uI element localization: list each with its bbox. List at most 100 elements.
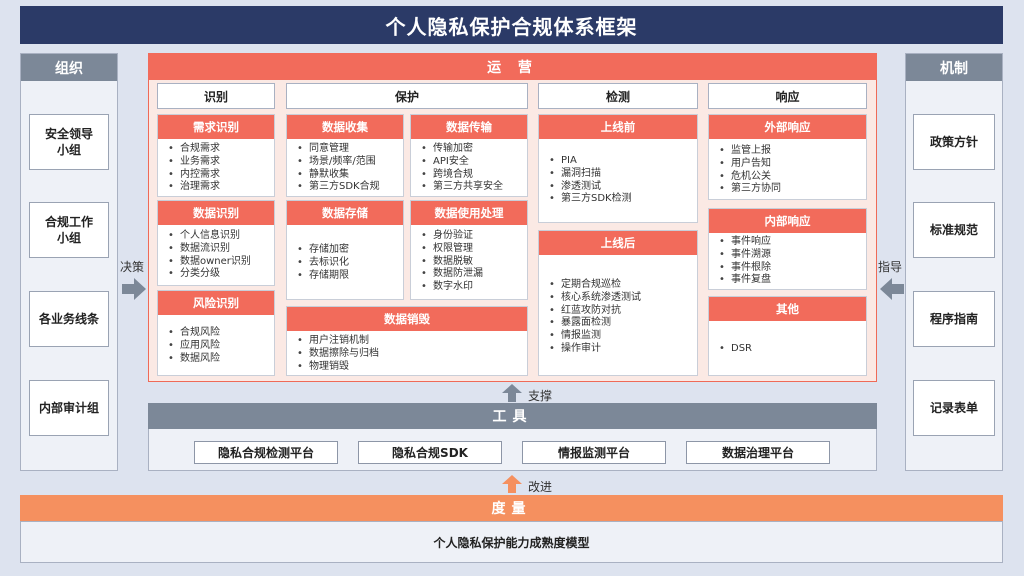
- list-item: 第三方SDK检测: [549, 193, 693, 206]
- list-item: 漏洞扫描: [549, 168, 693, 181]
- improve-arrow-icon: [502, 475, 522, 493]
- list-item: 数据流识别: [168, 243, 270, 256]
- list-item: 个人信息识别: [168, 230, 270, 243]
- improve-label: 改进: [528, 480, 553, 494]
- list-item: 数据脱敏: [421, 256, 523, 269]
- list-item: 定期合规巡检: [549, 279, 693, 292]
- list-item: 分类分级: [168, 268, 270, 281]
- list-item: 危机公关: [719, 171, 862, 184]
- measure-body: 个人隐私保护能力成熟度模型: [20, 521, 1003, 563]
- mechanism-item: 程序指南: [913, 291, 995, 347]
- tool-item: 数据治理平台: [686, 441, 830, 464]
- list-item: 用户告知: [719, 158, 862, 171]
- list-item: 场景/频率/范围: [297, 156, 399, 169]
- list-item: 去标识化: [297, 257, 399, 270]
- list-item: 同意管理: [297, 143, 399, 156]
- measure-header: 度量: [20, 495, 1003, 521]
- list-item: 数据风险: [168, 353, 270, 366]
- list-item: 内控需求: [168, 169, 270, 182]
- card-data-usage: 数据使用处理 身份验证 权限管理 数据脱敏 数据防泄漏 数字水印: [410, 200, 528, 300]
- mechanism-header: 机制: [906, 54, 1002, 81]
- list-item: 数字水印: [421, 281, 523, 294]
- list-item: 存储期限: [297, 270, 399, 283]
- column-header-identify: 识别: [157, 83, 275, 109]
- tool-item: 情报监测平台: [522, 441, 666, 464]
- list-item: 合规风险: [168, 327, 270, 340]
- decision-arrow-icon: [122, 278, 146, 300]
- card-title: 上线后: [539, 231, 697, 255]
- column-header-protect: 保护: [286, 83, 528, 109]
- card-data-collect: 数据收集 同意管理 场景/频率/范围 静默收集 第三方SDK合规: [286, 114, 404, 197]
- list-item: 合规需求: [168, 143, 270, 156]
- card-postlaunch: 上线后 定期合规巡检 核心系统渗透测试 红蓝攻防对抗 暴露面检测 情报监测 操作…: [538, 230, 698, 376]
- column-header-respond: 响应: [708, 83, 867, 109]
- card-title: 上线前: [539, 115, 697, 139]
- list-item: 数据owner识别: [168, 256, 270, 269]
- list-item: 第三方协同: [719, 183, 862, 196]
- list-item: DSR: [719, 343, 862, 356]
- list-item: 传输加密: [421, 143, 523, 156]
- list-item: 身份验证: [421, 230, 523, 243]
- card-data-transfer: 数据传输 传输加密 API安全 跨境合规 第三方共享安全: [410, 114, 528, 197]
- list-item: 物理销毁: [297, 361, 523, 374]
- card-title: 外部响应: [709, 115, 866, 139]
- decision-label: 决策: [120, 260, 145, 274]
- card-title: 数据识别: [158, 201, 274, 225]
- org-header: 组织: [21, 54, 117, 81]
- list-item: 权限管理: [421, 243, 523, 256]
- list-item: 跨境合规: [421, 169, 523, 182]
- support-label: 支撑: [528, 389, 553, 403]
- mechanism-item: 政策方针: [913, 114, 995, 170]
- list-item: 存储加密: [297, 244, 399, 257]
- card-title: 其他: [709, 297, 866, 321]
- tools-header: 工具: [148, 403, 877, 429]
- org-item: 安全领导 小组: [29, 114, 109, 170]
- card-title: 数据存储: [287, 201, 403, 225]
- card-data-destroy: 数据销毁 用户注销机制 数据擦除与归档 物理销毁: [286, 306, 528, 376]
- list-item: 应用风险: [168, 340, 270, 353]
- list-item: 核心系统渗透测试: [549, 292, 693, 305]
- list-item: 治理需求: [168, 181, 270, 194]
- card-external-response: 外部响应 监管上报 用户告知 危机公关 第三方协同: [708, 114, 867, 200]
- list-item: 红蓝攻防对抗: [549, 305, 693, 318]
- card-title: 内部响应: [709, 209, 866, 233]
- tool-item: 隐私合规检测平台: [194, 441, 338, 464]
- card-prelaunch: 上线前 PIA 漏洞扫描 渗透测试 第三方SDK检测: [538, 114, 698, 223]
- card-title: 数据收集: [287, 115, 403, 139]
- list-item: 情报监测: [549, 330, 693, 343]
- card-title: 数据销毁: [287, 307, 527, 331]
- list-item: 业务需求: [168, 156, 270, 169]
- org-item: 内部审计组: [29, 380, 109, 436]
- mechanism-item: 记录表单: [913, 380, 995, 436]
- list-item: 事件复盘: [719, 274, 862, 287]
- operations-header: 运 营: [148, 53, 877, 80]
- list-item: 事件响应: [719, 236, 862, 249]
- list-item: 用户注销机制: [297, 335, 523, 348]
- list-item: 第三方共享安全: [421, 181, 523, 194]
- list-item: 数据防泄漏: [421, 268, 523, 281]
- page-title: 个人隐私保护合规体系框架: [20, 6, 1003, 44]
- org-item: 合规工作 小组: [29, 202, 109, 258]
- support-arrow-icon: [502, 384, 522, 402]
- card-title: 需求识别: [158, 115, 274, 139]
- list-item: 监管上报: [719, 145, 862, 158]
- list-item: 渗透测试: [549, 181, 693, 194]
- list-item: 事件溯源: [719, 249, 862, 262]
- card-title: 数据使用处理: [411, 201, 527, 225]
- tool-item: 隐私合规SDK: [358, 441, 502, 464]
- list-item: PIA: [549, 155, 693, 168]
- list-item: 第三方SDK合规: [297, 181, 399, 194]
- guide-arrow-icon: [880, 278, 904, 300]
- card-internal-response: 内部响应 事件响应 事件溯源 事件根除 事件复盘: [708, 208, 867, 290]
- org-panel: 组织 安全领导 小组 合规工作 小组 各业务线条 内部审计组: [20, 53, 118, 471]
- card-data-storage: 数据存储 存储加密 去标识化 存储期限: [286, 200, 404, 300]
- mechanism-item: 标准规范: [913, 202, 995, 258]
- list-item: 暴露面检测: [549, 317, 693, 330]
- card-risk-identify: 风险识别 合规风险 应用风险 数据风险: [157, 290, 275, 376]
- list-item: 静默收集: [297, 169, 399, 182]
- list-item: 数据擦除与归档: [297, 348, 523, 361]
- list-item: 事件根除: [719, 262, 862, 275]
- mechanism-panel: 机制 政策方针 标准规范 程序指南 记录表单: [905, 53, 1003, 471]
- column-header-detect: 检测: [538, 83, 698, 109]
- guide-label: 指导: [878, 260, 903, 274]
